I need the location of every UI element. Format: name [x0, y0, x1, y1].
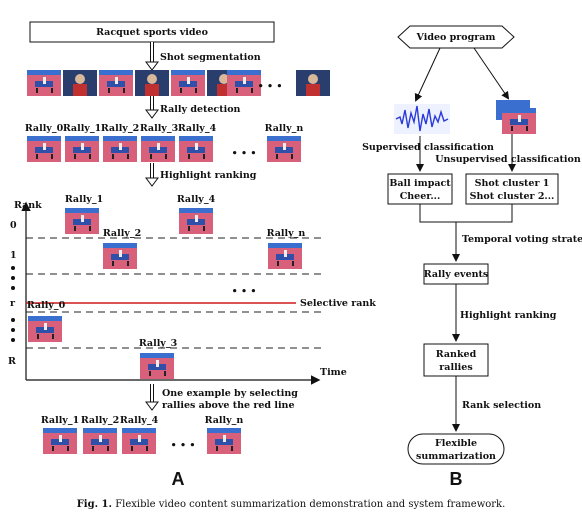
placed-rally-4-label: Rally_4: [177, 194, 216, 205]
cluster-box-line1: Shot cluster 1: [475, 178, 550, 189]
audio-box-line1: Ball impact: [389, 178, 451, 189]
arrow-to-visual: [473, 47, 510, 100]
placed-rally-3: [140, 353, 174, 379]
caption-text: Flexible video content summarization dem…: [115, 499, 506, 510]
shot-segmentation-label: Shot segmentation: [160, 52, 261, 63]
placed-rally-2: [103, 243, 137, 269]
rank-dots: [11, 266, 15, 342]
panel-a-label: A: [172, 469, 185, 489]
shot-strip: [27, 70, 330, 96]
highlight-ranking-label: Highlight ranking: [160, 170, 257, 181]
placed-rally-2-label: Rally_2: [103, 228, 141, 239]
placed-rally-1-label: Rally_1: [65, 194, 103, 205]
rank-gridlines: [26, 237, 322, 349]
result-ellipsis: • • •: [171, 440, 196, 451]
flexible-line1: Flexible: [435, 438, 477, 449]
placed-rally-3-label: Rally_3: [139, 338, 177, 349]
tick-r: r: [10, 298, 16, 309]
result-rally-4-label: Rally_4: [120, 415, 159, 426]
chart-ellipsis: • • •: [232, 286, 257, 297]
rally-label-3: Rally_3: [140, 123, 178, 134]
panel-a: Racquet sports video Shot segmentation •…: [8, 21, 376, 489]
rally-events-label: Rally events: [424, 269, 489, 280]
time-axis-label: Time: [320, 367, 347, 378]
tick-1: 1: [10, 250, 17, 261]
cluster-box-line2: Shot cluster 2...: [470, 191, 555, 202]
placed-rally-1: [65, 208, 99, 234]
audio-box-line2: Cheer...: [400, 191, 441, 202]
ranked-rallies-box: [423, 343, 489, 377]
tick-R: R: [8, 356, 16, 367]
arrow-to-rallies: [145, 109, 159, 119]
placed-rally-n-label: Rally_n: [267, 228, 306, 239]
arrow-to-audio: [414, 47, 441, 102]
shot-ellipsis: • • •: [258, 81, 283, 92]
result-rally-2-label: Rally_2: [81, 415, 119, 426]
video-input-label: Racquet sports video: [96, 27, 208, 38]
video-program-node: [397, 25, 515, 49]
temporal-voting-label: Temporal voting strategy: [462, 234, 582, 245]
rally-strip: [27, 136, 301, 162]
rally-ellipsis: • • •: [232, 148, 257, 159]
rally-label-4: Rally_4: [178, 123, 217, 134]
flexible-summarization-node: [407, 433, 505, 465]
rank-selection-label: Rank selection: [462, 400, 541, 411]
audio-events-box: [387, 173, 453, 205]
placed-rally-0: [28, 316, 62, 342]
highlight-ranking-b-label: Highlight ranking: [460, 310, 557, 321]
visual-thumbnails-icon: [496, 100, 536, 134]
placed-rally-4: [179, 208, 213, 234]
video-program-label: Video program: [416, 32, 496, 43]
selection-note-1: One example by selecting: [162, 388, 298, 399]
waveform-icon: [394, 104, 450, 134]
flexible-line2: summarization: [416, 451, 496, 462]
supervised-label: Supervised classification: [362, 142, 494, 153]
caption-prefix: Fig. 1.: [76, 499, 112, 510]
result-rally-n-label: Rally_n: [205, 415, 244, 426]
ranked-line1: Ranked: [436, 349, 477, 360]
placed-rally-n: [268, 243, 302, 269]
arrow-to-ranking: [145, 177, 159, 187]
placed-rally-0-label: Rally_0: [27, 300, 66, 311]
merge-connector: [419, 204, 513, 223]
ranked-line2: rallies: [439, 362, 472, 373]
rally-label-0: Rally_0: [25, 123, 64, 134]
panel-b: Video program Supervised classification …: [362, 25, 582, 489]
rally-label-2: Rally_2: [101, 123, 139, 134]
figure-caption: Fig. 1. Flexible video content summariza…: [0, 499, 582, 510]
rally-detection-label: Rally detection: [160, 104, 241, 115]
tick-0: 0: [10, 220, 17, 231]
rally-label-n: Rally_n: [265, 123, 304, 134]
result-strip: [43, 428, 241, 454]
unsupervised-label: Unsupervised classification: [435, 154, 581, 165]
rally-label-1: Rally_1: [63, 123, 101, 134]
rank-axis-label: Rank: [14, 200, 42, 211]
arrow-to-result: [145, 401, 159, 411]
result-rally-1-label: Rally_1: [41, 415, 79, 426]
panel-b-label: B: [450, 469, 463, 489]
selective-rank-label: Selective rank: [300, 298, 376, 309]
selection-note-2: rallies above the red line: [162, 400, 295, 411]
